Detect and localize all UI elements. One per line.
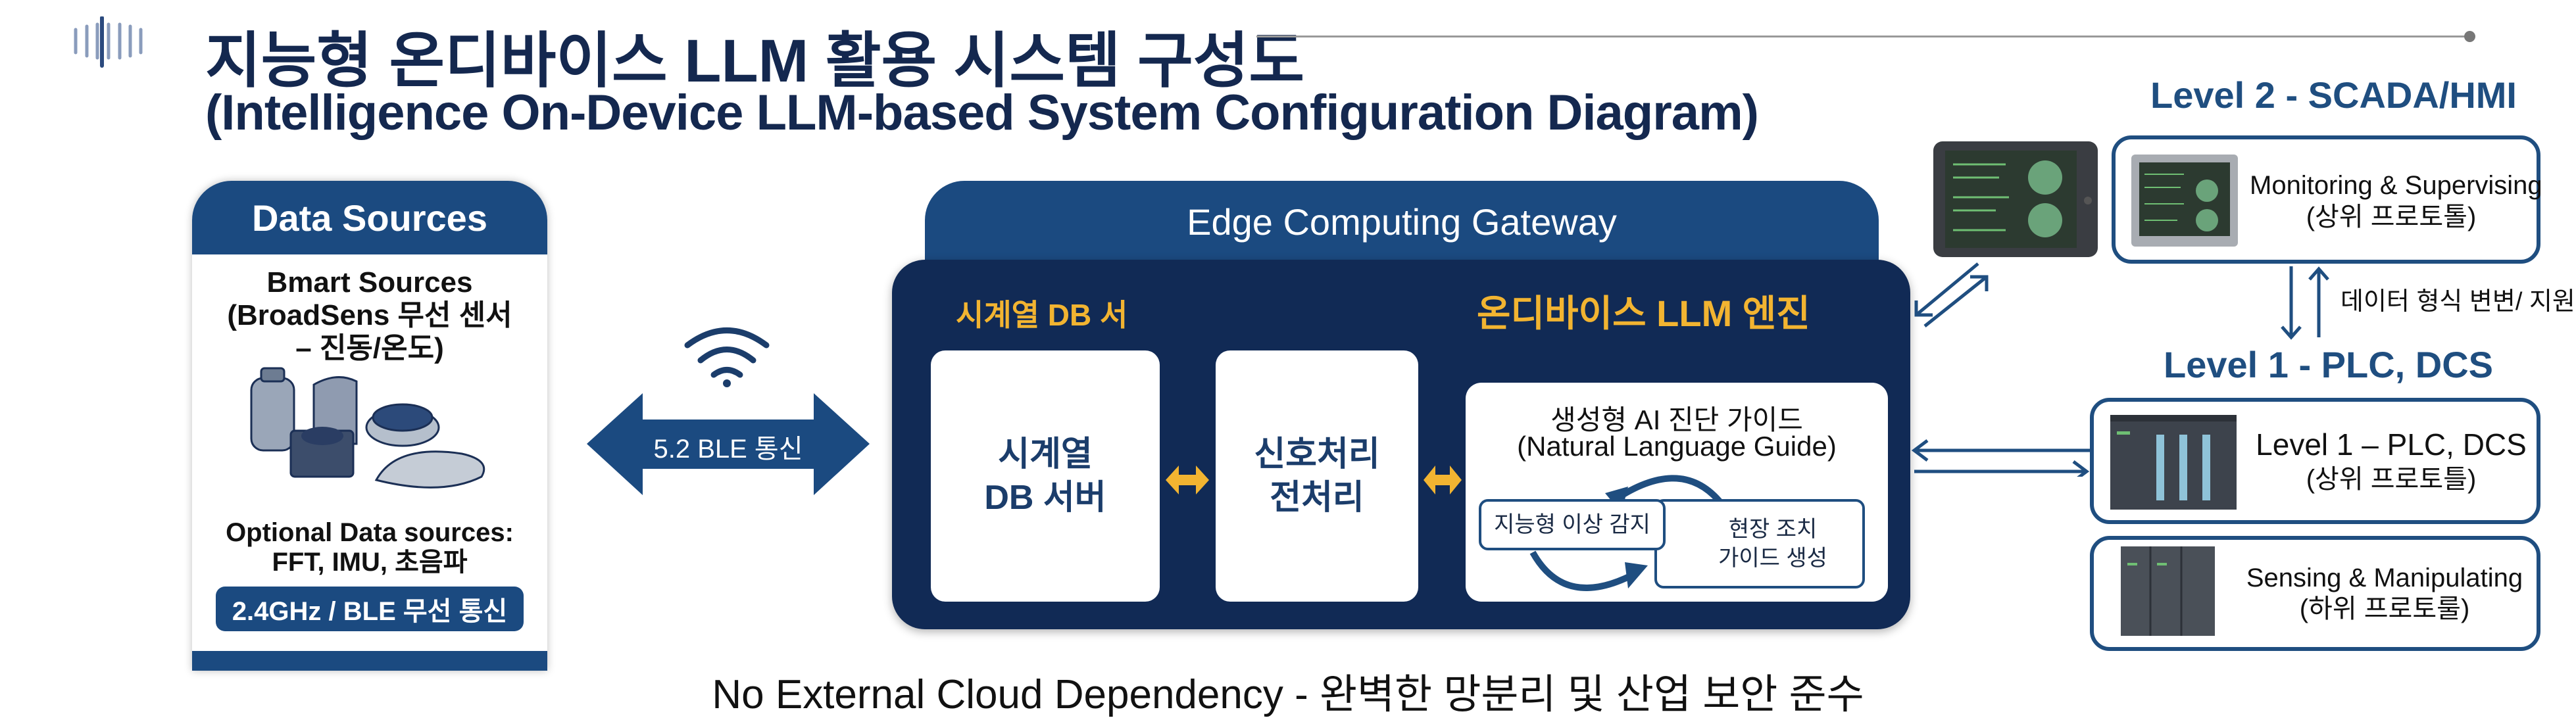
- signal-llm-arrow: [1424, 466, 1462, 494]
- level2-title: Level 2 - SCADA/HMI: [2150, 74, 2517, 116]
- panel-footer-bar: [192, 651, 547, 671]
- page-subtitle: (Intelligence On-Device LLM-based System…: [205, 85, 1759, 141]
- ble-link-label: 5.2 BLE 통신: [653, 435, 803, 464]
- plc-sublabel: (상위 프로토틀): [2306, 465, 2477, 494]
- db-section-label: 시계열 DB 서: [956, 298, 1128, 332]
- gateway-connection-arrows: [1911, 262, 2090, 477]
- data-sources-title: Data Sources: [192, 181, 547, 254]
- db-box-line1: 시계열: [998, 435, 1093, 473]
- db-signal-arrow: [1166, 466, 1209, 494]
- wireless-sensors-image: [250, 367, 485, 489]
- llm-guide-subtitle: (Natural Language Guide): [1517, 431, 1837, 462]
- smart-sources-line2: (BroadSens 무선 센서: [227, 299, 512, 331]
- data-conversion-label: 데이터 형식 변변/ 지원: [2341, 288, 2575, 316]
- field-guide-line1: 현장 조치: [1728, 517, 1818, 542]
- signal-box-line1: 신호처리: [1254, 435, 1380, 473]
- title-rule: [1256, 36, 2467, 37]
- optional-sources-line2: FFT, IMU, 초음파: [272, 548, 468, 577]
- footer-statement: No External Cloud Dependency - 완벽한 망분리 및…: [712, 672, 1864, 717]
- wireless-comm-badge: 2.4GHz / BLE 무선 통신: [216, 587, 524, 631]
- page-title: 지능형 온디바이스 LLM 활용 시스템 구성도: [205, 28, 1305, 95]
- cycle-arrows-icon: [1529, 475, 1726, 591]
- llm-section-label: 온디바이스 LLM 엔진: [1477, 293, 1810, 334]
- ble-link-double-arrow: [587, 393, 870, 495]
- anomaly-detect-box: 지능형 이상 감지: [1479, 499, 1666, 550]
- level-exchange-arrows: [2281, 266, 2329, 340]
- field-guide-line2: 가이드 생성: [1718, 546, 1827, 571]
- gateway-title: Edge Computing Gateway: [1187, 201, 1617, 243]
- smart-sources-line3: – 진동/온도): [295, 332, 444, 364]
- io-module-image: [2121, 546, 2215, 636]
- llm-guide-title: 생성형 AI 진단 가이드: [1550, 404, 1803, 435]
- smart-sources-line1: Bmart Sources: [266, 266, 473, 299]
- sensing-label: Sensing & Manipulating: [2246, 564, 2523, 592]
- monitoring-sublabel: (상위 프로토톨): [2306, 203, 2477, 231]
- plc-rack-image: [2110, 415, 2237, 510]
- data-sources-panel: Data Sources Bmart Sources (BroadSens 무선…: [192, 181, 547, 671]
- optional-sources-line1: Optional Data sources:: [226, 518, 514, 547]
- signal-box-line2: 전처리: [1270, 479, 1364, 517]
- tablet-hmi-image: [1933, 141, 2098, 257]
- wifi-icon: [684, 327, 770, 387]
- timeseries-db-box: 시계열 DB 서버: [931, 350, 1160, 602]
- title-rule-dot: [2464, 31, 2475, 42]
- sensing-sublabel: (하위 프로토룰): [2299, 594, 2470, 623]
- hmi-panel-image: [2131, 155, 2238, 247]
- level1-title: Level 1 - PLC, DCS: [2164, 344, 2494, 385]
- audio-bars-icon: [74, 16, 143, 68]
- plc-label: Level 1 – PLC, DCS: [2256, 427, 2527, 462]
- db-box-line2: DB 서버: [984, 479, 1106, 517]
- monitoring-label: Monitoring & Supervising: [2250, 171, 2542, 200]
